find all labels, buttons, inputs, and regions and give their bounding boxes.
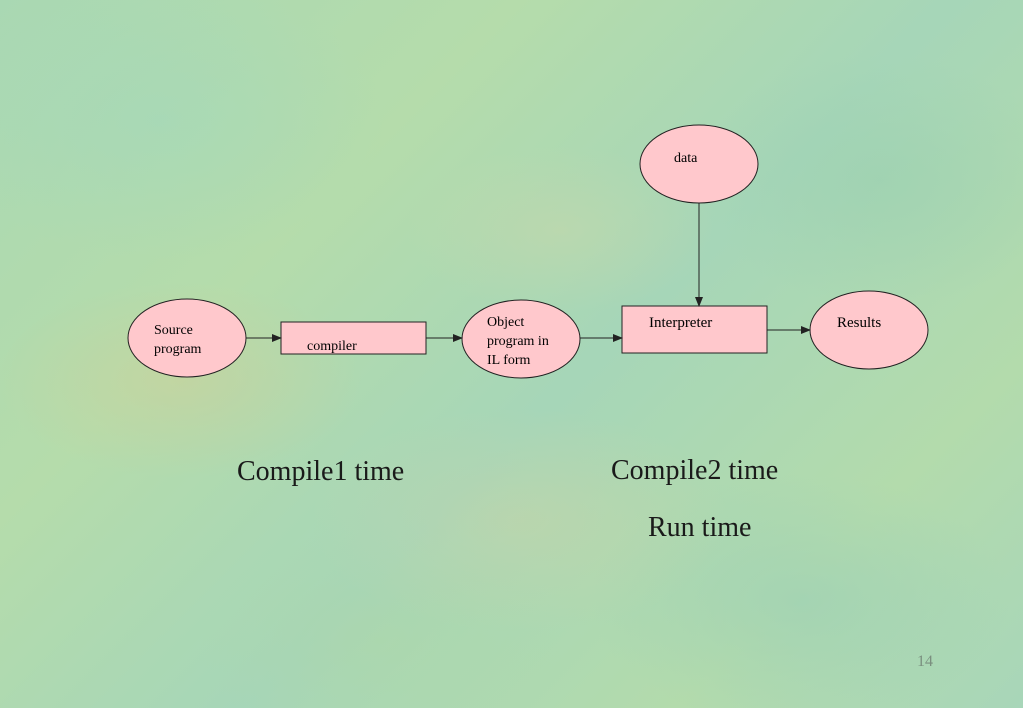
run-time-label: Run time — [648, 512, 752, 543]
results-label: Results — [837, 315, 882, 331]
source-program-label: Source program — [154, 323, 202, 357]
object-program-label: Object program in IL form — [487, 315, 549, 368]
interpreter-label: Interpreter — [649, 315, 713, 331]
compile2-time-label: Compile2 time — [611, 455, 779, 486]
compiler-label: compiler — [307, 339, 357, 354]
data-node — [639, 124, 759, 204]
data-label: data — [674, 151, 698, 166]
page-number: 14 — [917, 653, 933, 670]
compile1-time-label: Compile1 time — [237, 456, 405, 487]
compiler-node — [280, 321, 427, 355]
